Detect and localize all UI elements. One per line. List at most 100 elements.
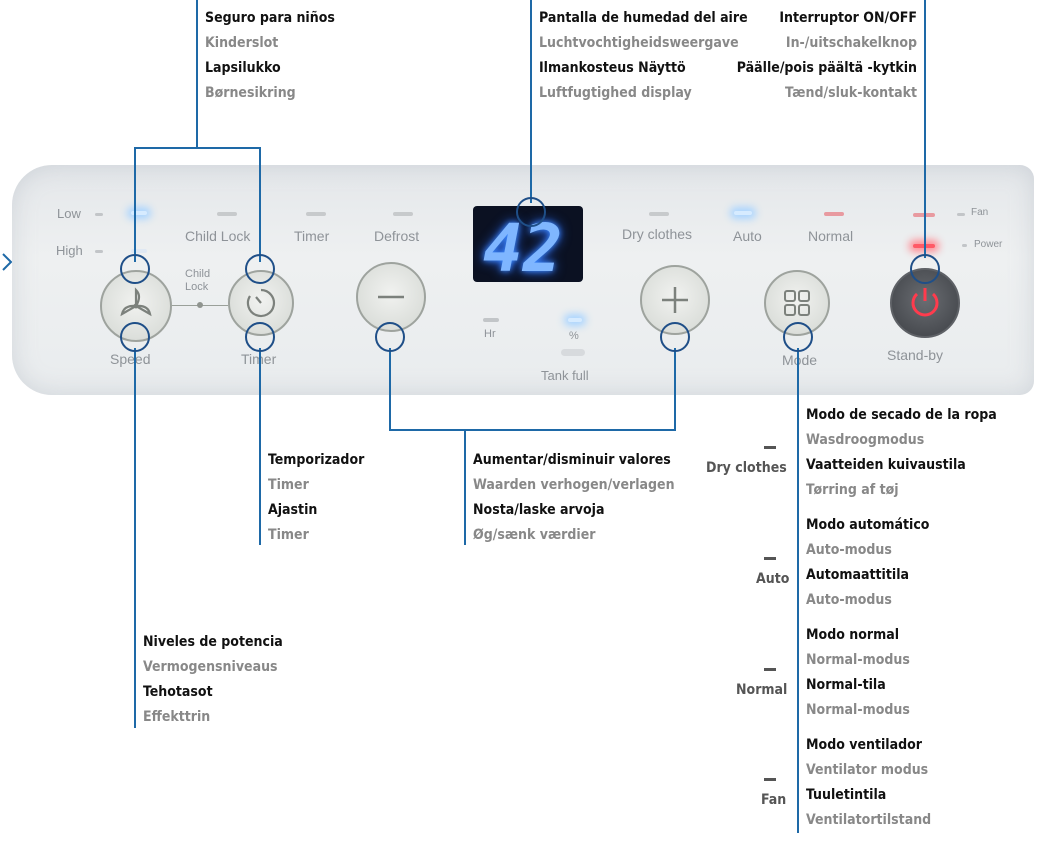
- timer-panel-label: Timer: [294, 228, 330, 244]
- callout-line: Modo ventilador: [806, 737, 922, 753]
- callout-line: Niveles de potencia: [143, 634, 283, 650]
- dry-clothes-panel-label: Dry clothes: [622, 226, 693, 242]
- low-indicator-label: Low: [57, 206, 81, 221]
- tank-full-indicator: [561, 349, 585, 356]
- power-callout: Interruptor ON/OFF In-/uitschakelknop Pä…: [737, 6, 917, 106]
- timer-pin-top: [245, 254, 275, 284]
- mode-fan-callout: Modo ventilador Ventilator modus Tuuleti…: [806, 733, 931, 833]
- speed-button-label: Speed: [110, 351, 151, 367]
- child-lock-link-label-2: Lock: [185, 281, 209, 293]
- fan-indicator-dash: [957, 213, 965, 216]
- clock-icon: [246, 288, 276, 318]
- power-icon: [911, 288, 939, 317]
- child-lock-link-dot: [197, 302, 203, 308]
- callout-line: Normal-modus: [806, 652, 910, 668]
- callout-line: Interruptor ON/OFF: [779, 10, 917, 26]
- timer-callout: Temporizador Timer Ajastin Timer: [268, 448, 364, 548]
- high-indicator-label: High: [56, 243, 83, 258]
- fan-icon: [120, 287, 152, 317]
- power-indicator-label: Power: [974, 239, 1003, 250]
- callout-line: Auto-modus: [806, 542, 892, 558]
- callout-line: Vermogensniveaus: [143, 659, 278, 675]
- callout-line: Modo de secado de la ropa: [806, 407, 997, 423]
- minus-pin: [375, 322, 405, 352]
- fan-indicator-light: [913, 213, 935, 217]
- plus-pin: [660, 322, 690, 352]
- callout-line: Vaatteiden kuivaustila: [806, 457, 966, 473]
- fan-indicator-label: Fan: [971, 207, 989, 218]
- fan-tag: Fan: [761, 792, 787, 808]
- callout-line: Ventilatortilstand: [806, 812, 932, 828]
- callout-line: Tuuletintila: [806, 787, 887, 803]
- power-pin: [910, 254, 940, 284]
- callout-line: Wasdroogmodus: [806, 432, 925, 448]
- callout-line: Luftfugtighed display: [539, 85, 692, 101]
- high-indicator-dash: [95, 250, 103, 253]
- percent-label: %: [569, 330, 579, 342]
- callout-line: Automaattitila: [806, 567, 910, 583]
- humidity-callout: Pantalla de humedad del aire Luchtvochti…: [539, 6, 748, 106]
- hr-indicator-light: [483, 318, 499, 322]
- power-indicator-dash: [962, 244, 967, 247]
- timer-pin-bottom: [245, 322, 275, 352]
- tank-full-label: Tank full: [541, 368, 589, 383]
- low-indicator-dash: [95, 213, 103, 216]
- callout-line: Waarden verhogen/verlagen: [473, 477, 675, 493]
- callout-line: Pantalla de humedad del aire: [539, 10, 748, 26]
- power-indicator-light: [913, 244, 935, 248]
- callout-line: Timer: [268, 477, 309, 493]
- callout-line: Timer: [268, 527, 309, 543]
- values-callout: Aumentar/disminuir valores Waarden verho…: [473, 448, 675, 548]
- auto-indicator-light: [734, 211, 752, 215]
- callout-line: Øg/sænk værdier: [473, 527, 596, 543]
- humidity-pin: [516, 197, 546, 227]
- callout-line: Luchtvochtigheidsweergave: [539, 35, 739, 51]
- callout-line: Seguro para niños: [205, 10, 335, 26]
- speed-pin-bottom: [120, 322, 150, 352]
- timer-indicator-light: [306, 212, 326, 216]
- callout-line: Auto-modus: [806, 592, 892, 608]
- child-lock-callout: Seguro para niños Kinderslot Lapsilukko …: [205, 6, 335, 106]
- percent-indicator-light: [568, 318, 582, 322]
- callout-line: Tehotasot: [143, 684, 213, 700]
- auto-tag: Auto: [756, 571, 790, 587]
- normal-panel-label: Normal: [808, 228, 854, 244]
- callout-line: Ventilator modus: [806, 762, 929, 778]
- callout-line: Normal-tila: [806, 677, 886, 693]
- callout-line: Nosta/laske arvoja: [473, 502, 605, 518]
- callout-line: Tørring af tøj: [806, 482, 899, 498]
- callout-line: Päälle/pois päältä -kytkin: [736, 60, 917, 76]
- dry-clothes-tag: Dry clothes: [706, 460, 787, 476]
- timer-button-label: Timer: [241, 351, 277, 367]
- callout-line: In-/uitschakelknop: [785, 35, 917, 51]
- callout-line: Kinderslot: [205, 35, 279, 51]
- callout-line: Børnesikring: [205, 85, 296, 101]
- hr-label: Hr: [484, 328, 496, 340]
- callout-line: Normal-modus: [806, 702, 910, 718]
- mode-dry-clothes-callout: Modo de secado de la ropa Wasdroogmodus …: [806, 403, 997, 503]
- callout-line: Aumentar/disminuir valores: [473, 452, 671, 468]
- fan-tag-dash: [764, 778, 776, 781]
- child-lock-link-label-1: Child: [185, 268, 211, 280]
- dry-clothes-tag-dash: [764, 446, 776, 449]
- callout-line: Ilmankosteus Näyttö: [539, 60, 686, 76]
- mode-auto-callout: Modo automático Auto-modus Automaattitil…: [806, 513, 929, 613]
- callout-line: Ajastin: [268, 502, 318, 518]
- speed-pin-top: [120, 254, 150, 284]
- callout-line: Lapsilukko: [205, 60, 281, 76]
- callout-line: Temporizador: [268, 452, 365, 468]
- auto-tag-dash: [764, 557, 776, 560]
- grid-icon: [784, 290, 810, 316]
- dry-clothes-indicator-light: [649, 212, 669, 216]
- normal-tag: Normal: [736, 682, 788, 698]
- mode-normal-callout: Modo normal Normal-modus Normal-tila Nor…: [806, 623, 910, 723]
- plus-icon: [662, 287, 688, 313]
- defrost-indicator-light: [393, 212, 413, 216]
- minus-button[interactable]: [356, 262, 426, 332]
- left-arrow-icon: [2, 253, 13, 271]
- callout-line: Modo normal: [806, 627, 900, 643]
- high-indicator-light: [131, 249, 147, 253]
- minus-icon: [378, 295, 404, 299]
- low-indicator-light: [131, 211, 147, 215]
- mode-pin: [783, 322, 813, 352]
